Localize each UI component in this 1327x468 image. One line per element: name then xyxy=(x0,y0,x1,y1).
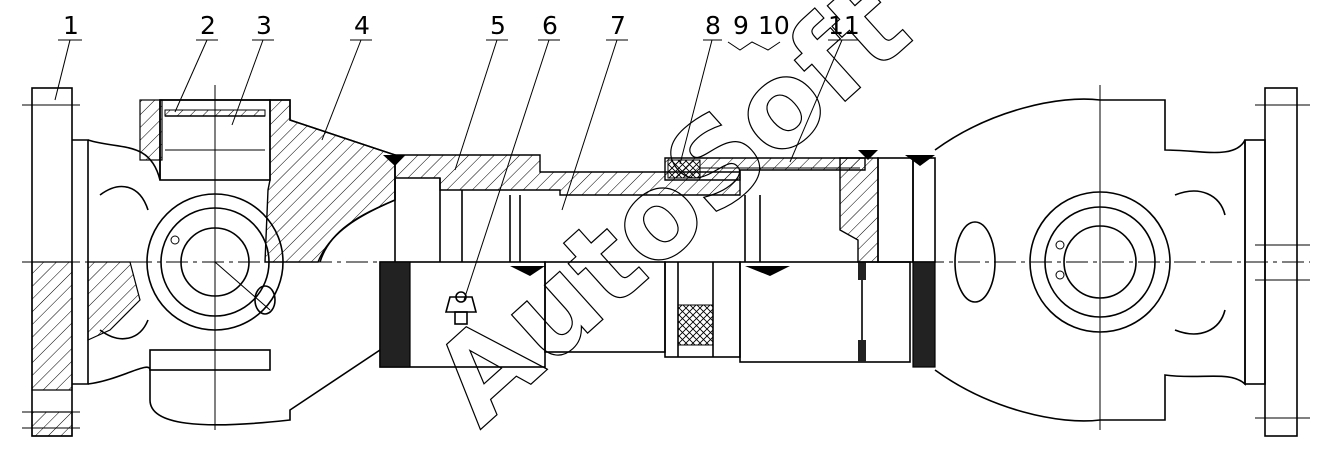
left-yoke xyxy=(87,85,396,430)
callout-8: 8 xyxy=(705,11,721,40)
leader-lines xyxy=(54,39,858,301)
callout-11: 11 xyxy=(828,11,860,40)
callout-6: 6 xyxy=(542,11,558,40)
callout-5: 5 xyxy=(490,11,506,40)
callout-10: 10 xyxy=(758,11,790,40)
slip-joint-seal xyxy=(664,150,936,368)
callout-2: 2 xyxy=(200,11,216,40)
callout-4: 4 xyxy=(354,11,370,40)
right-flange xyxy=(1255,87,1310,437)
spline-sleeve xyxy=(379,154,911,368)
callout-3: 3 xyxy=(256,11,272,40)
callout-1: 1 xyxy=(63,11,79,40)
callouts: 1 2 3 4 5 6 7 8 9 10 11 xyxy=(63,11,860,40)
callout-7: 7 xyxy=(610,11,626,40)
right-yoke xyxy=(934,85,1266,430)
callout-9: 9 xyxy=(733,11,749,40)
left-flange xyxy=(22,87,141,437)
